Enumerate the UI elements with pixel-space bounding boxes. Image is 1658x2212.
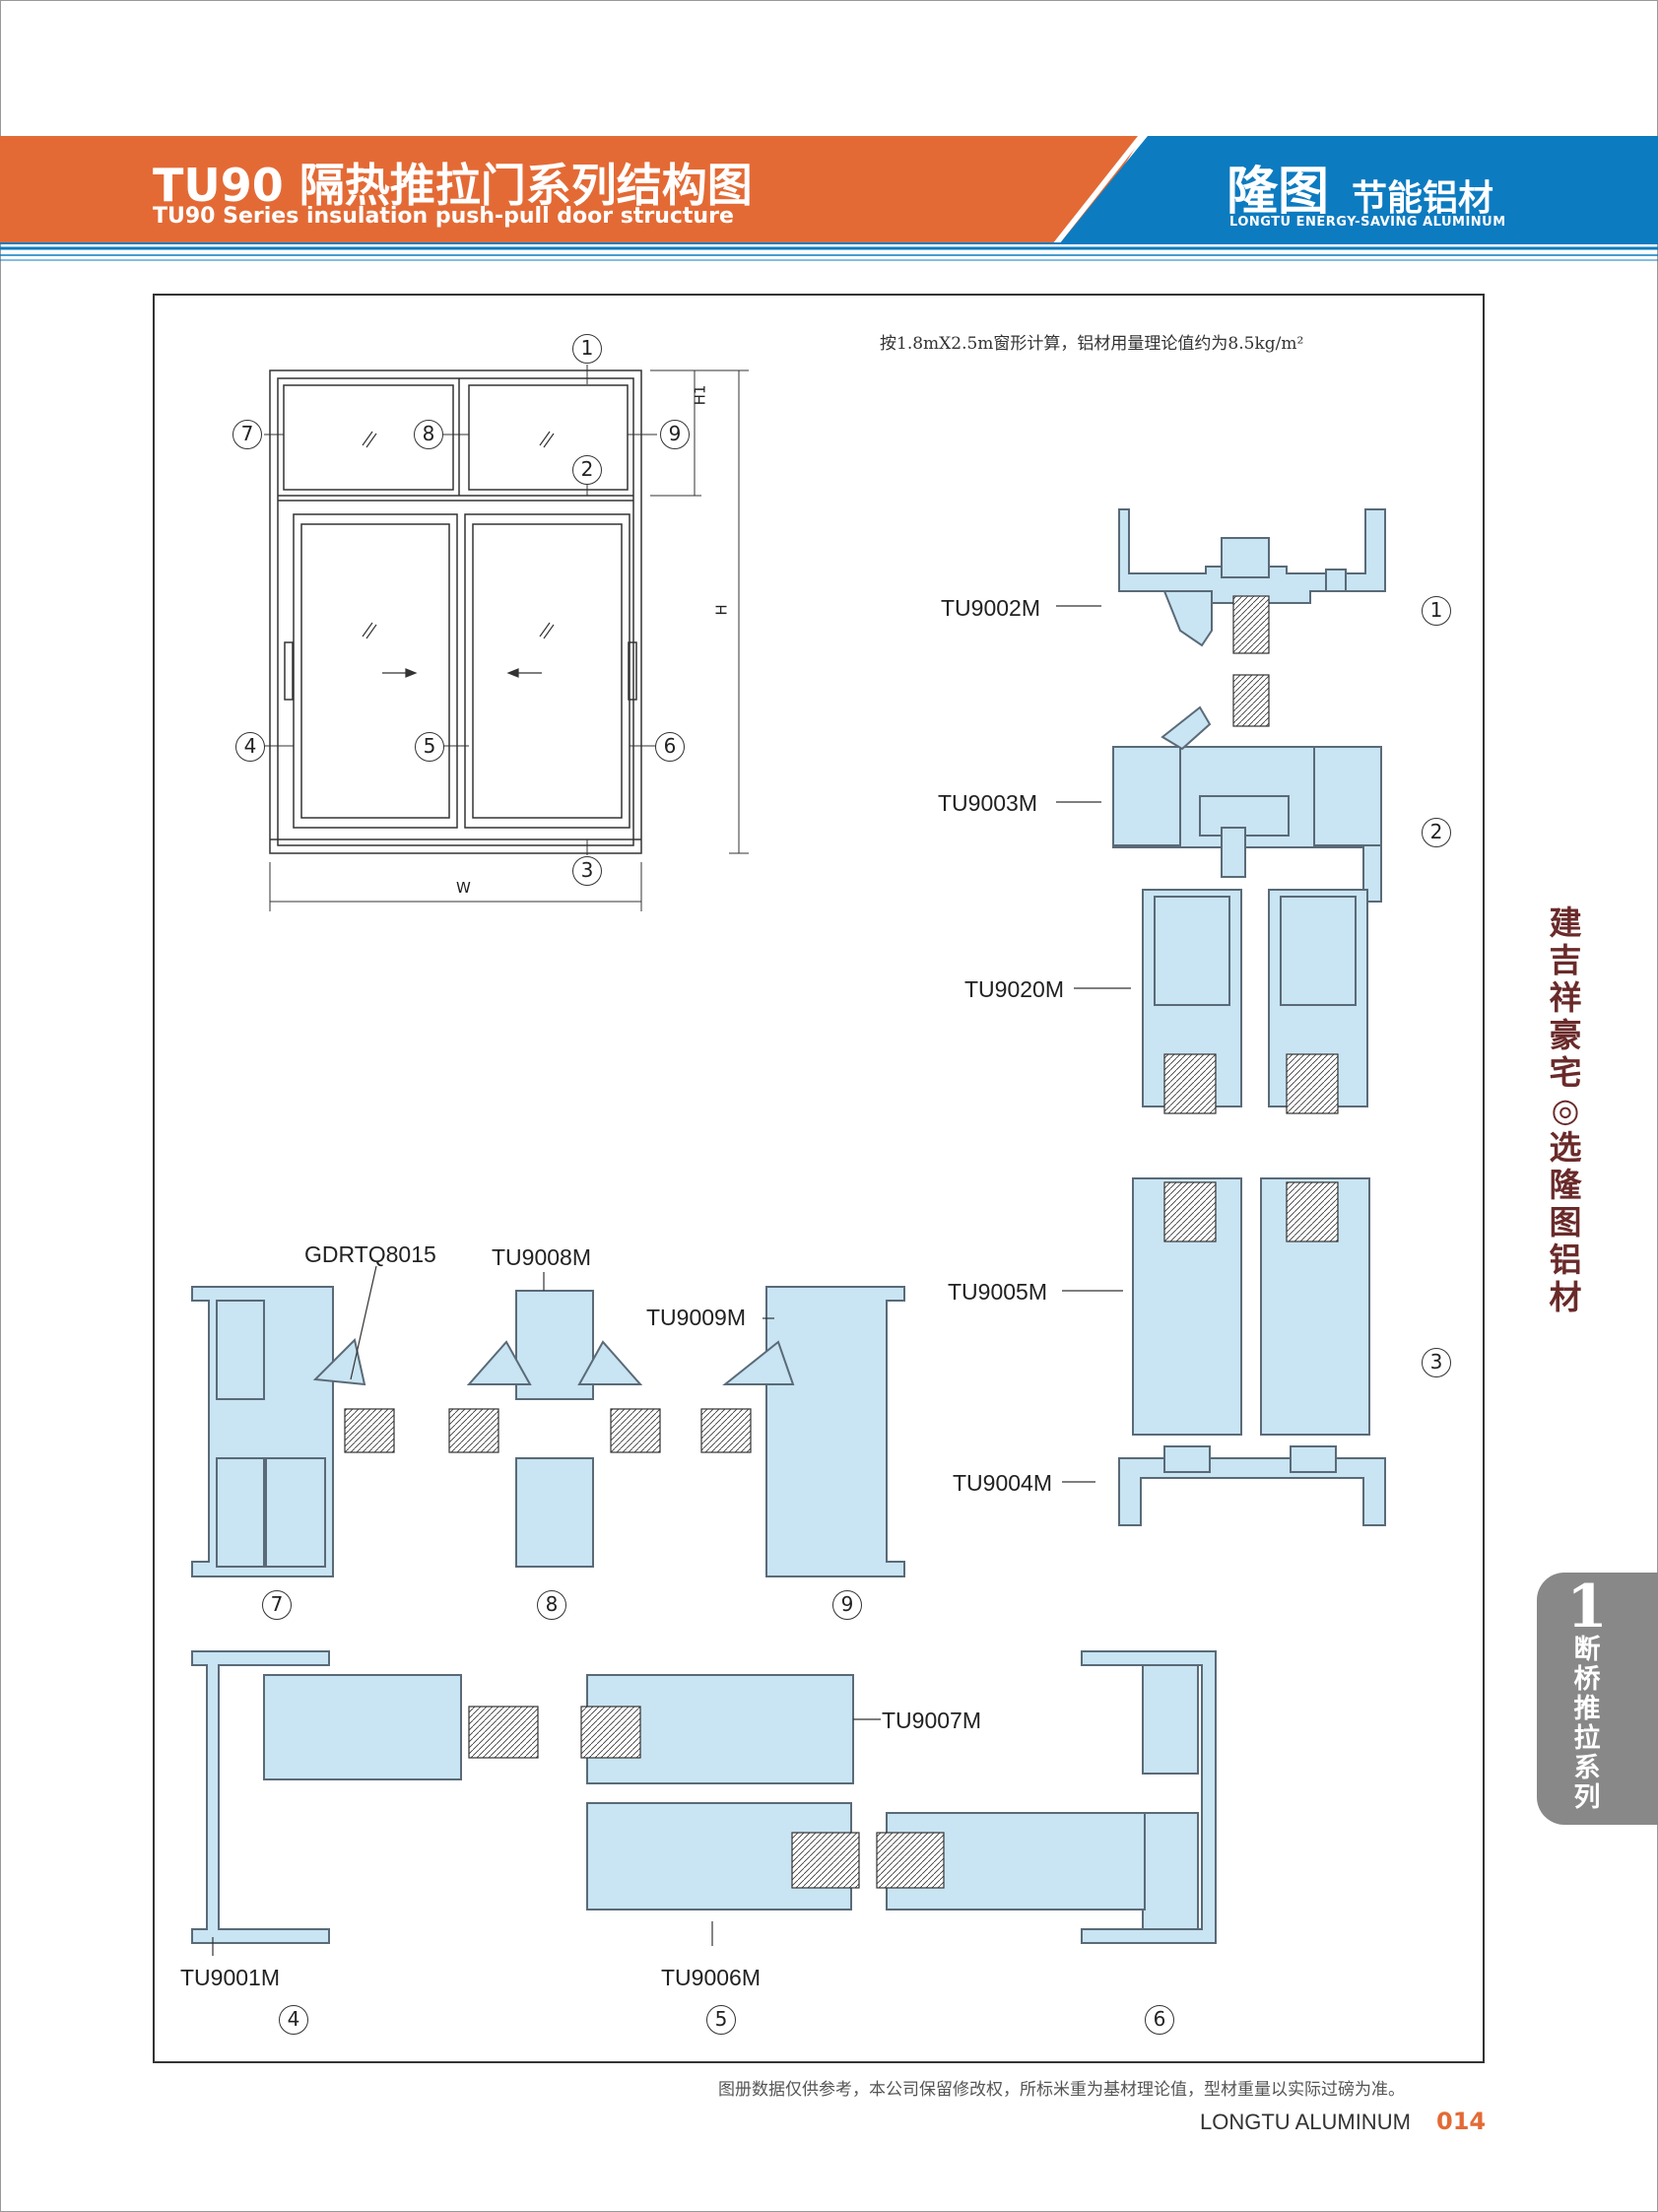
callout-7: 7: [232, 420, 262, 449]
section-callout-5: 5: [706, 2005, 736, 2035]
label-tu9002m: TU9002M: [941, 595, 1040, 621]
label-tu9001m: TU9001M: [180, 1965, 280, 1990]
callout-6: 6: [655, 732, 685, 762]
section-callout-6: 6: [1145, 2005, 1174, 2035]
label-tu9007m: TU9007M: [882, 1708, 981, 1733]
label-tu9008m: TU9008M: [492, 1244, 591, 1270]
section-callout-1: 1: [1422, 596, 1451, 626]
section-callout-3: 3: [1422, 1348, 1451, 1377]
callout-9: 9: [660, 420, 690, 449]
label-tu9005m: TU9005M: [948, 1279, 1047, 1305]
footer-disclaimer: 图册数据仅供参考，本公司保留修改权，所标米重为基材理论值，型材重量以实际过磅为准…: [718, 2080, 1405, 2100]
section-callout-2: 2: [1422, 818, 1451, 847]
material-usage-note: 按1.8mX2.5m窗形计算，铝材用量理论值约为8.5kg/m²: [880, 334, 1304, 354]
chapter-tab[interactable]: [1537, 1573, 1658, 1825]
section-callout-7: 7: [262, 1590, 292, 1620]
label-tu9009m: TU9009M: [646, 1305, 746, 1330]
label-gdrtq8015: GDRTQ8015: [304, 1241, 436, 1267]
page-title: TU90 隔热推拉门系列结构图: [153, 159, 753, 212]
callout-3: 3: [572, 856, 602, 886]
brand-english-name: LONGTU ENERGY-SAVING ALUMINUM: [1229, 215, 1506, 230]
chapter-tab-number: 1: [1566, 1573, 1608, 1642]
page-subtitle: TU90 Series insulation push-pull door st…: [153, 204, 734, 229]
dimension-label-h: H: [712, 604, 731, 616]
dimension-label-w: W: [456, 879, 471, 897]
footer-company: LONGTU ALUMINUM: [1200, 2110, 1411, 2134]
label-tu9020m: TU9020M: [964, 976, 1064, 1002]
page-number: 014: [1436, 2108, 1487, 2135]
label-tu9003m: TU9003M: [938, 790, 1037, 816]
side-slogan: 建吉祥豪宅◎选隆图铝材: [1549, 904, 1582, 1316]
label-tu9006m: TU9006M: [661, 1965, 761, 1990]
callout-1: 1: [572, 334, 602, 364]
header-banner: [0, 136, 1658, 244]
brand-slogan: 节能铝材: [1352, 178, 1494, 219]
callout-8: 8: [414, 420, 443, 449]
callout-5: 5: [415, 732, 444, 762]
callout-4: 4: [235, 732, 265, 762]
drawing-frame: [153, 294, 1485, 2063]
chapter-tab-label: 断桥推拉系列: [1573, 1635, 1601, 1813]
section-callout-4: 4: [279, 2005, 308, 2035]
section-callout-8: 8: [537, 1590, 566, 1620]
label-tu9004m: TU9004M: [953, 1470, 1052, 1496]
section-callout-9: 9: [832, 1590, 862, 1620]
callout-2: 2: [572, 455, 602, 485]
brand-name: 隆图: [1227, 163, 1330, 222]
header-blue-panel: [1059, 136, 1658, 244]
header-orange-panel: [0, 136, 1143, 244]
dimension-label-h1: H1: [691, 384, 709, 406]
